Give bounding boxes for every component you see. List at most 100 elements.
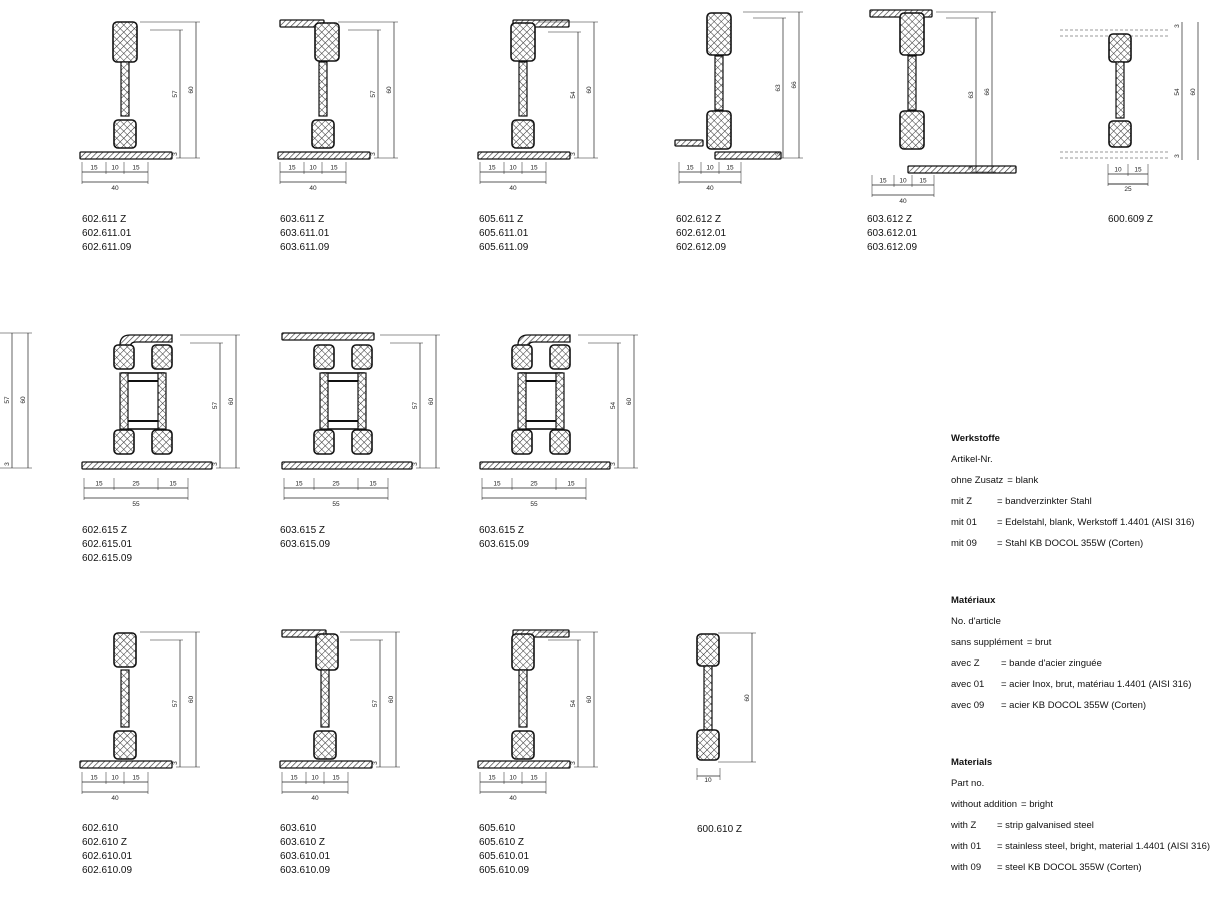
top-bulb-left (313, 344, 335, 370)
code-line: 602.610.09 (82, 865, 133, 876)
web (518, 669, 528, 728)
legend-value: = brut (1026, 637, 1052, 648)
dimension-label: 15 (169, 481, 177, 488)
dimension-label: 40 (706, 185, 714, 192)
legend-value: = steel KB DOCOL 355W (Corten) (997, 862, 1142, 873)
code-line: 603.611 Z (280, 214, 325, 225)
dimension-label: 15 (90, 775, 98, 782)
legend-row: mit 01 = Edelstahl, blank, Werkstoff 1.44… (951, 512, 1200, 533)
legend-key: mit Z (951, 496, 973, 507)
bottom-bulb-left (313, 429, 335, 455)
code-line: 602.611.09 (82, 242, 132, 253)
dimension-label: 40 (309, 185, 317, 192)
legend-key: with 09 (951, 862, 982, 873)
top-bulb (706, 12, 732, 56)
code-line: 603.610 Z (280, 837, 326, 848)
bottom-bulb (113, 119, 137, 149)
legend-key: with 01 (951, 841, 982, 852)
dimension-label: 10 (706, 165, 714, 172)
bottom-flange (281, 461, 413, 470)
dimension-label: 54 (570, 91, 577, 99)
dimension-label: 15 (369, 481, 377, 488)
dimension-label: 55 (132, 501, 140, 508)
dimension-label: 25 (530, 481, 538, 488)
profile-codes-603-610: 603.610 603.610 Z 603.610.01 603.610.09 (280, 822, 330, 878)
dimension-label: 3 (1174, 24, 1181, 28)
dimension-label: 15 (530, 775, 538, 782)
dimension-label: 57 (212, 402, 219, 410)
legend-value: = Edelstahl, blank, Werkstoff 1.4401 (AI… (997, 517, 1195, 528)
top-flange (281, 332, 375, 341)
dimension-label: 57 (4, 396, 11, 404)
dimension-label: 66 (791, 81, 798, 89)
legend-value: = bright (1021, 799, 1053, 810)
code-line: 602.615.01 (82, 539, 133, 550)
profile-codes-600-609: 600.609 Z (1108, 213, 1153, 227)
legend-row: avec Z= bande d'acier zinguée (951, 653, 1200, 674)
code-line: 602.615.09 (82, 553, 133, 564)
dimension-label: 57 (370, 90, 377, 98)
legend-row: Artikel-Nr. (951, 449, 1200, 470)
web (703, 665, 713, 731)
legend-key: Artikel-Nr. (951, 454, 993, 465)
dimension-label: 25 (132, 481, 140, 488)
code-line: 600.609 Z (1108, 214, 1154, 225)
legend-key: avec 01 (951, 679, 985, 690)
dimension-label: 10 (1114, 167, 1122, 174)
web (318, 61, 328, 117)
dimension-label: 15 (288, 165, 296, 172)
top-bulb (112, 21, 138, 63)
code-line: 603.615 Z (479, 525, 525, 536)
dimension-label: 60 (744, 694, 751, 702)
bottom-bulb-right (351, 429, 373, 455)
code-line: 605.611.01 (479, 228, 529, 239)
profile-codes-602-615: 602.615 Z 602.615.01 602.615.09 (82, 524, 132, 566)
dimension-label: 15 (493, 481, 501, 488)
dimension-label: 60 (626, 398, 633, 406)
legend-value: = acier Inox, brut, matériau 1.4401 (AIS… (1001, 679, 1192, 690)
code-line: 602.612 Z (676, 214, 722, 225)
web (518, 61, 528, 117)
dimension-label: 3 (172, 761, 179, 765)
dimension-label: 60 (188, 696, 195, 704)
web-left (517, 372, 527, 430)
dimension-label: 60 (20, 396, 27, 404)
dimension-label: 3 (570, 152, 577, 156)
legend-row: mit Z= bandverzinkter Stahl (951, 491, 1200, 512)
dimension-label: 15 (530, 165, 538, 172)
legend-key: mit 09 (951, 538, 977, 549)
dimension-label: 10 (509, 775, 517, 782)
code-line: 603.612 Z (867, 214, 913, 225)
bottom-bulb (1108, 120, 1132, 148)
top-bulb-right (549, 344, 571, 370)
dimension-label: 66 (984, 88, 991, 96)
bottom-bulb (313, 730, 337, 760)
bottom-bulb (311, 119, 335, 149)
bottom-bulb-left (511, 429, 533, 455)
code-line: 603.615.09 (280, 539, 331, 550)
dimension-label: 57 (412, 402, 419, 410)
dimension-label: 10 (309, 165, 317, 172)
bottom-flange (714, 151, 782, 160)
code-line: 602.611.01 (82, 228, 132, 239)
code-line: 603.610.09 (280, 865, 331, 876)
dimension-label: 60 (1190, 88, 1197, 96)
dimension-label: 40 (509, 185, 517, 192)
top-bulb (899, 12, 925, 56)
legend-key: sans supplément (951, 637, 1023, 648)
bottom-flange (907, 165, 1017, 174)
dimension-label: 60 (586, 696, 593, 704)
legend-key: No. d'article (951, 616, 1001, 627)
profile-codes-603-615-b: 603.615 Z 603.615.09 (479, 524, 529, 552)
legend-key: mit 01 (951, 517, 977, 528)
legend-key: Part no. (951, 778, 985, 789)
dimension-label: 63 (968, 91, 975, 99)
code-line: 602.610.01 (82, 851, 133, 862)
top-bulb-right (151, 344, 173, 370)
legend-key: avec Z (951, 658, 980, 669)
web (320, 669, 330, 728)
